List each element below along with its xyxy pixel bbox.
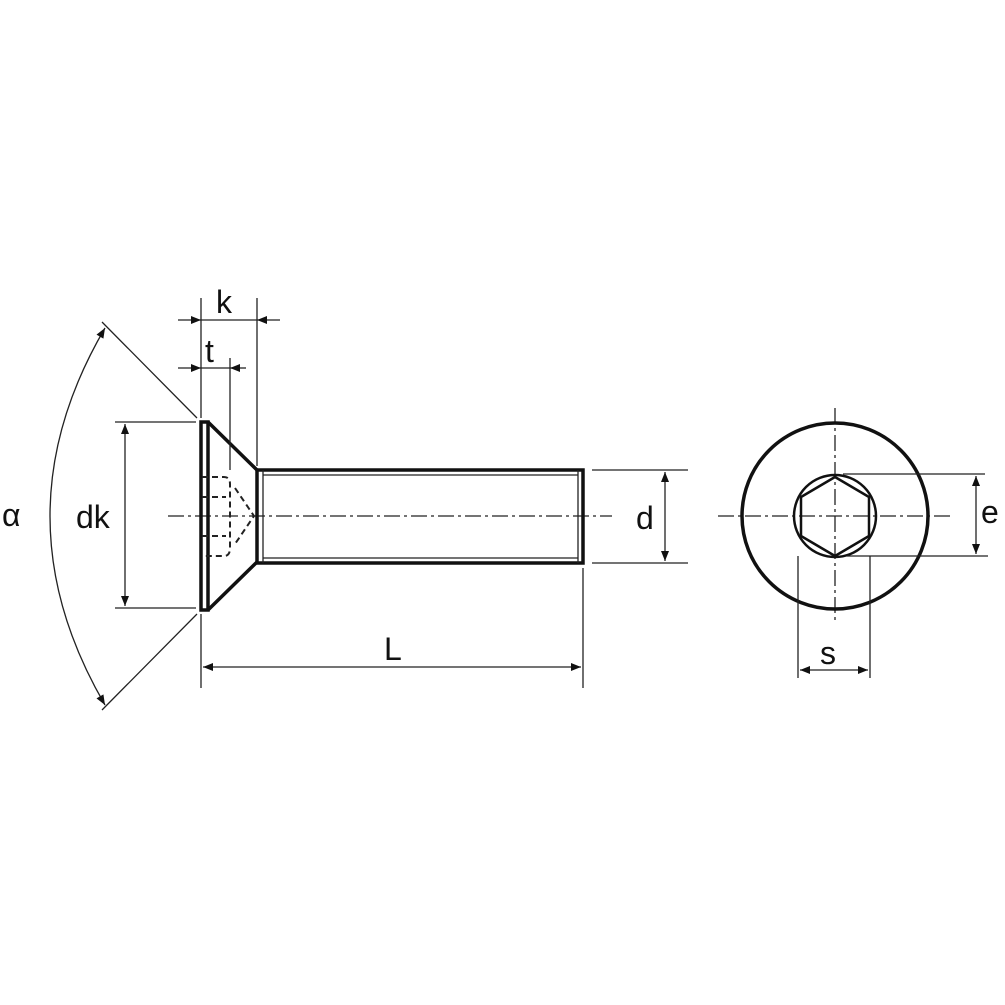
head-flange <box>199 420 210 612</box>
side-view: α dk k t d L <box>2 284 688 711</box>
d-label: d <box>636 500 654 536</box>
shank <box>255 468 585 565</box>
thread-lines <box>263 470 579 563</box>
dk-label: dk <box>76 499 111 535</box>
hex-socket <box>799 475 871 558</box>
hex-socket-hidden <box>202 476 256 557</box>
k-extension-lines <box>200 298 258 466</box>
end-view: e s <box>718 408 999 678</box>
e-label: e <box>981 494 999 530</box>
s-extension-lines <box>797 556 871 678</box>
k-label: k <box>216 284 233 320</box>
alpha-dimension-arc <box>49 327 106 706</box>
L-label: L <box>384 631 402 667</box>
alpha-label: α <box>2 497 21 533</box>
s-label: s <box>820 635 836 671</box>
t-label: t <box>205 333 214 369</box>
d-extension-lines <box>592 469 688 564</box>
alpha-extension-lines <box>101 321 198 711</box>
head-cone <box>206 420 259 612</box>
dk-extension-lines <box>115 421 196 609</box>
head-circle <box>740 421 930 611</box>
L-extension-lines <box>200 568 584 688</box>
